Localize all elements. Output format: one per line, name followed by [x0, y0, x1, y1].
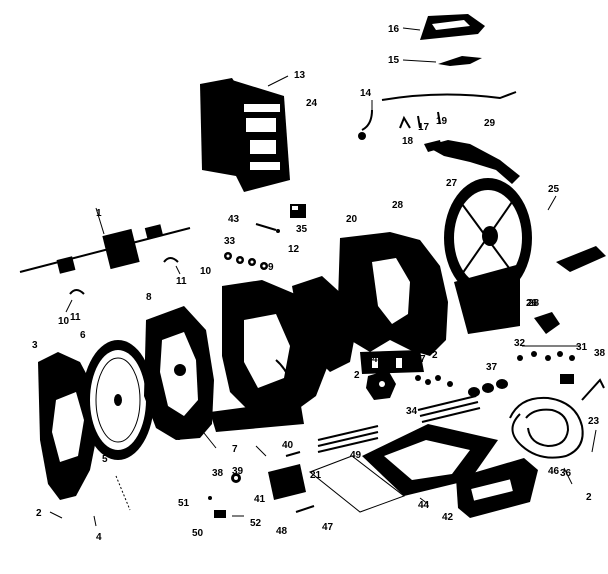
part-2-4-lower-left — [49, 511, 97, 527]
callout-label: 42 — [442, 512, 454, 523]
part-23-36-misc — [563, 429, 597, 485]
part-46-power-cord — [509, 374, 605, 459]
part-31-32-38-screws — [517, 345, 580, 361]
part-8-wheel-guard — [144, 306, 214, 440]
callout-label: 28 — [392, 200, 404, 211]
callout-label: 3 — [32, 340, 38, 351]
callout-label: 5 — [176, 432, 182, 443]
part-16-wedge-guard — [402, 14, 485, 40]
part-42-switch-box — [456, 458, 538, 518]
callout-label: 33 — [224, 236, 236, 247]
part-26-clamp — [534, 312, 560, 334]
callout-label: 17 — [418, 122, 430, 133]
callout-label: 45 — [372, 354, 384, 365]
callout-label: 48 — [276, 526, 288, 537]
part-12-motor-housing — [210, 276, 356, 432]
callout-label: 27 — [446, 178, 458, 189]
callout-label: 15 — [388, 55, 400, 66]
part-45-knob — [366, 370, 396, 400]
callout-label: 25 — [548, 184, 560, 195]
callout-label: 32 — [514, 338, 526, 349]
callout-label: 52 — [250, 518, 262, 529]
callout-label: 4 — [96, 532, 102, 543]
part-35-block — [290, 204, 306, 218]
callout-label: 37 — [486, 362, 498, 373]
callout-label: 49 — [350, 450, 362, 461]
callout-labels: 1 2 2 2 2 3 4 5 5 6 7 7 8 9 10 10 11 11 … — [32, 24, 606, 543]
part-1-armature-shaft — [19, 207, 191, 274]
part-27-wheel-housing — [444, 178, 532, 334]
callout-label: 34 — [406, 406, 418, 417]
callout-label: 24 — [306, 98, 318, 109]
callout-label: 11 — [70, 312, 81, 323]
callout-label: 28 — [528, 298, 540, 309]
callout-label: 51 — [178, 498, 190, 509]
part-48-52-small-parts — [208, 496, 315, 518]
callout-label: 38 — [212, 468, 224, 479]
callout-label: 29 — [484, 118, 496, 129]
part-38-41-switch-parts — [231, 445, 306, 500]
callout-label: 50 — [192, 528, 204, 539]
part-6-grinding-wheel — [82, 340, 154, 460]
callout-label: 26 — [526, 298, 538, 309]
callout-label: 39 — [232, 466, 244, 477]
callout-label: 43 — [228, 214, 240, 225]
callout-label: 14 — [360, 88, 372, 99]
part-13-24-info-card — [200, 75, 290, 192]
callout-label: 8 — [146, 292, 152, 303]
callout-label: 7 — [420, 354, 426, 365]
callout-label: 11 — [176, 276, 187, 287]
callout-label: 21 — [310, 470, 322, 481]
callout-label: 16 — [388, 24, 400, 35]
callout-label: 1 — [96, 208, 102, 219]
part-10-11-clips — [65, 257, 181, 313]
callout-label: 35 — [296, 224, 308, 235]
callout-label: 31 — [576, 342, 588, 353]
callout-label: 47 — [322, 522, 334, 533]
callout-label: 10 — [58, 316, 70, 327]
part-15-eye-shield — [402, 56, 482, 66]
callout-label: 20 — [346, 214, 358, 225]
callout-label: 41 — [254, 494, 266, 505]
part-29-guard-cover — [424, 140, 520, 184]
callout-label: 18 — [402, 136, 414, 147]
callout-label: 5 — [102, 454, 108, 465]
callout-label: 40 — [282, 440, 294, 451]
callout-label: 46 — [548, 466, 560, 477]
callout-label: 2 — [36, 508, 42, 519]
part-5-trims — [115, 427, 217, 511]
callout-label: 7 — [232, 444, 238, 455]
part-21-49-rods — [317, 425, 379, 453]
callout-label: 2 — [586, 492, 592, 503]
callout-label: 23 — [588, 416, 600, 427]
part-7-37-fasteners — [415, 375, 508, 397]
callout-label: 44 — [418, 500, 430, 511]
callout-label: 2 — [432, 350, 438, 361]
part-34-rods — [417, 395, 481, 423]
part-25-bracket — [547, 195, 606, 272]
callout-label: 10 — [200, 266, 212, 277]
part-43-pin — [255, 223, 280, 233]
part-20-28-housing — [338, 232, 448, 374]
callout-label: 2 — [354, 370, 360, 381]
callout-label: 19 — [436, 116, 448, 127]
callout-label: 13 — [294, 70, 306, 81]
part-14-19-hardware — [358, 91, 517, 140]
callout-label: 38 — [594, 348, 606, 359]
callout-label: 9 — [268, 262, 274, 273]
part-33-9-grommets — [224, 252, 268, 270]
callout-label: 36 — [560, 468, 572, 479]
callout-label: 12 — [288, 244, 300, 255]
callout-label: 6 — [80, 330, 86, 341]
